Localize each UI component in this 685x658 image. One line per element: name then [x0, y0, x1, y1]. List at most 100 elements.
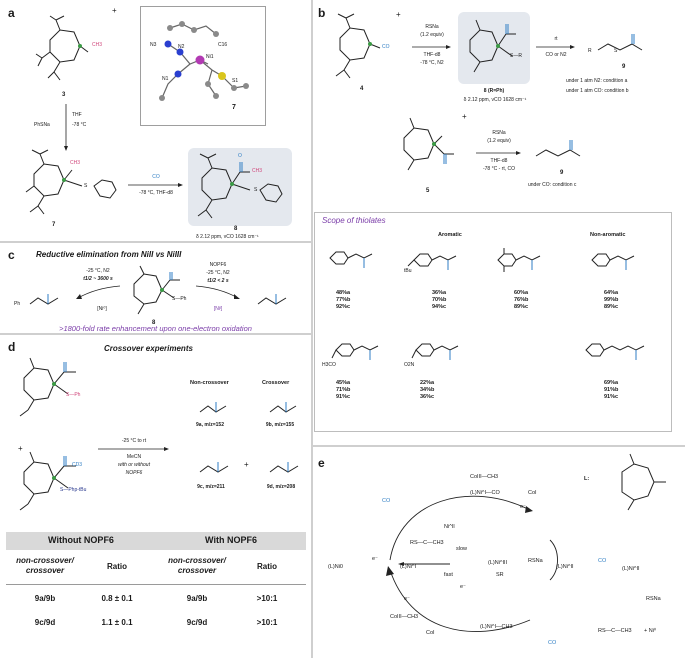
panel-d-label-9d: 9d, m/z=208: [266, 484, 296, 490]
cond-b-conditions: -78 °C, N2: [420, 60, 444, 66]
compound-4-structure: [335, 13, 381, 79]
panel-e-slow: slow: [456, 546, 468, 552]
panel-c-right-arrow: [195, 285, 240, 299]
product-9-structure: [597, 34, 643, 51]
panel-c-left-cond: -25 °C, N2: [86, 268, 110, 274]
compound-8-oxygen: O: [238, 153, 242, 159]
product-9-number: 9: [622, 64, 626, 70]
compound-3-methyl: CH3: [92, 42, 103, 48]
xray-structure-image: [159, 21, 249, 101]
scope-structure-1: [329, 251, 373, 268]
scope-title: Scope of thiolates: [322, 216, 386, 225]
cond-a-reagent: PhSNa: [34, 122, 50, 128]
scope-structure-6: [411, 343, 459, 360]
panel-e-final-ni: + Ni⁰: [644, 628, 657, 634]
product-9b-structure: [535, 140, 581, 157]
panel-e-co-left: CO: [382, 498, 391, 504]
panel-e-co-bottom-right: CO: [548, 640, 557, 646]
panel-e-ligand-label: L:: [584, 476, 590, 482]
cond-c-equiv: (1.2 equiv): [487, 138, 511, 144]
table-row1-with: >10:1: [256, 594, 278, 603]
compound-8-number: 8: [234, 226, 238, 232]
cond-b-step2-bottom: CO or N2: [545, 52, 567, 58]
cond-b-reagent: RSNa: [425, 24, 439, 30]
panel-c-right-ni: [Niᴵ]: [213, 306, 223, 312]
table-row2-pair: 9c/9d: [34, 618, 56, 627]
panel-e-e-bottom: e⁻: [404, 596, 410, 602]
compound-7-methyl: CH3: [70, 160, 81, 166]
cond-c-conditions: -78 °C - rt, CO: [482, 166, 515, 172]
panel-d-product-9c: [199, 462, 229, 473]
panel-e-e-left: e⁻: [372, 556, 378, 562]
panel-a-label: a: [8, 6, 15, 20]
condition-a-note: under 1 atm N2: condition a: [566, 78, 628, 84]
panel-c-right-reagent: NOPF6: [209, 262, 227, 268]
panel-d-label-9a: 9a, m/z=152: [196, 422, 224, 428]
condition-b-note: under 1 atm CO: condition b: [566, 88, 629, 94]
compound-5-structure: [403, 117, 454, 171]
panel-d-top-sph: S—Ph: [66, 392, 81, 398]
arrow-4-to-8: [412, 45, 451, 49]
cond-a-co: CO: [152, 174, 160, 180]
panel-e-e-mid: e⁻: [460, 584, 466, 590]
panel-e-co-top: CoIII—CH3: [470, 474, 499, 480]
panel-e-ligand: [621, 453, 666, 511]
table-header-with: With NOPF6: [205, 535, 257, 545]
cond-b-equiv: (1.2 equiv): [420, 32, 444, 38]
table-rule: [6, 584, 306, 585]
scope-aromatic-header: Aromatic: [438, 232, 462, 238]
panel-c-left-ph: Ph: [14, 301, 21, 307]
panel-d-complex-top: [19, 357, 76, 417]
panel-e-co-right: CO: [598, 558, 607, 564]
panel-d-cond1: -25 °C to rt: [121, 438, 147, 444]
panel-d-table: Without NOPF6 With NOPF6 non-crossover/ …: [6, 532, 306, 652]
panel-d-cond4: NOPF6: [125, 470, 143, 476]
cond-b-solvent: THF-d8: [423, 52, 441, 58]
compound-4-charge: +: [396, 10, 401, 19]
scope-nonaromatic-header: Non-aromatic: [590, 232, 626, 238]
xray-structure-box: [140, 6, 266, 126]
table-row2-with: >10:1: [256, 618, 278, 627]
compound-8-methyl: CH3: [252, 168, 263, 174]
vertical-divider: [311, 0, 313, 658]
panel-c-left-halflife: t1/2 ~ 3600 s: [83, 276, 113, 282]
cond-c-reagent: RSNa: [492, 130, 506, 136]
panel-d-cross-head: Crossover: [262, 380, 290, 386]
cond-a-solvent: THF: [72, 112, 82, 118]
panel-d-label: d: [8, 340, 16, 354]
panel-d-bottom-cd3: CD3: [72, 462, 83, 468]
scope-structure-5: [331, 343, 379, 360]
compound-8-structure: [197, 153, 283, 219]
panel-e-ni2: (L)Ni^II: [556, 564, 574, 570]
compound-5-charge: +: [462, 112, 467, 121]
panel-e-ni3: (L)Ni^III: [488, 560, 508, 566]
table-header-bg: [6, 532, 306, 550]
compound-3-number: 3: [62, 92, 66, 98]
panel-e-ni2-text: Ni^II: [444, 524, 455, 530]
scope-structure-2: [407, 253, 457, 270]
cond-a-temp: -78 °C: [72, 122, 87, 128]
table-row2-without: 1.1 ± 0.1: [101, 618, 133, 627]
arrow-7-to-8: [128, 183, 183, 187]
scope-structure-3: [497, 248, 541, 272]
panel-e-ni1co: (L)Ni^I—CO: [470, 490, 500, 496]
panel-c-compound-8: [133, 265, 180, 315]
scope-structure-4: [591, 253, 635, 270]
panel-e-coi-bottom: CoI: [426, 630, 435, 636]
panel-d-product-9d: [269, 462, 299, 473]
compound-8b-sr: S—R: [510, 53, 522, 59]
panel-c-label: c: [8, 248, 15, 262]
compound-8-sulfur: S: [254, 187, 258, 193]
compound-8b-nmr: δ 2.12 ppm, νCO 1628 cm⁻¹: [463, 97, 527, 103]
table-row1-without: 0.8 ± 0.1: [101, 594, 133, 603]
panel-e-cycle: [386, 495, 558, 632]
cond-c-solvent: THF-d8: [490, 158, 508, 164]
table-header-without: Without NOPF6: [48, 535, 114, 545]
panel-c-sph: S—Ph: [172, 296, 187, 302]
scope-subs-o2n: O2N: [404, 362, 415, 368]
arrow-3-to-7: [64, 104, 68, 151]
panel-d-plus-left: +: [18, 444, 23, 453]
compound-3-charge: +: [112, 6, 117, 15]
